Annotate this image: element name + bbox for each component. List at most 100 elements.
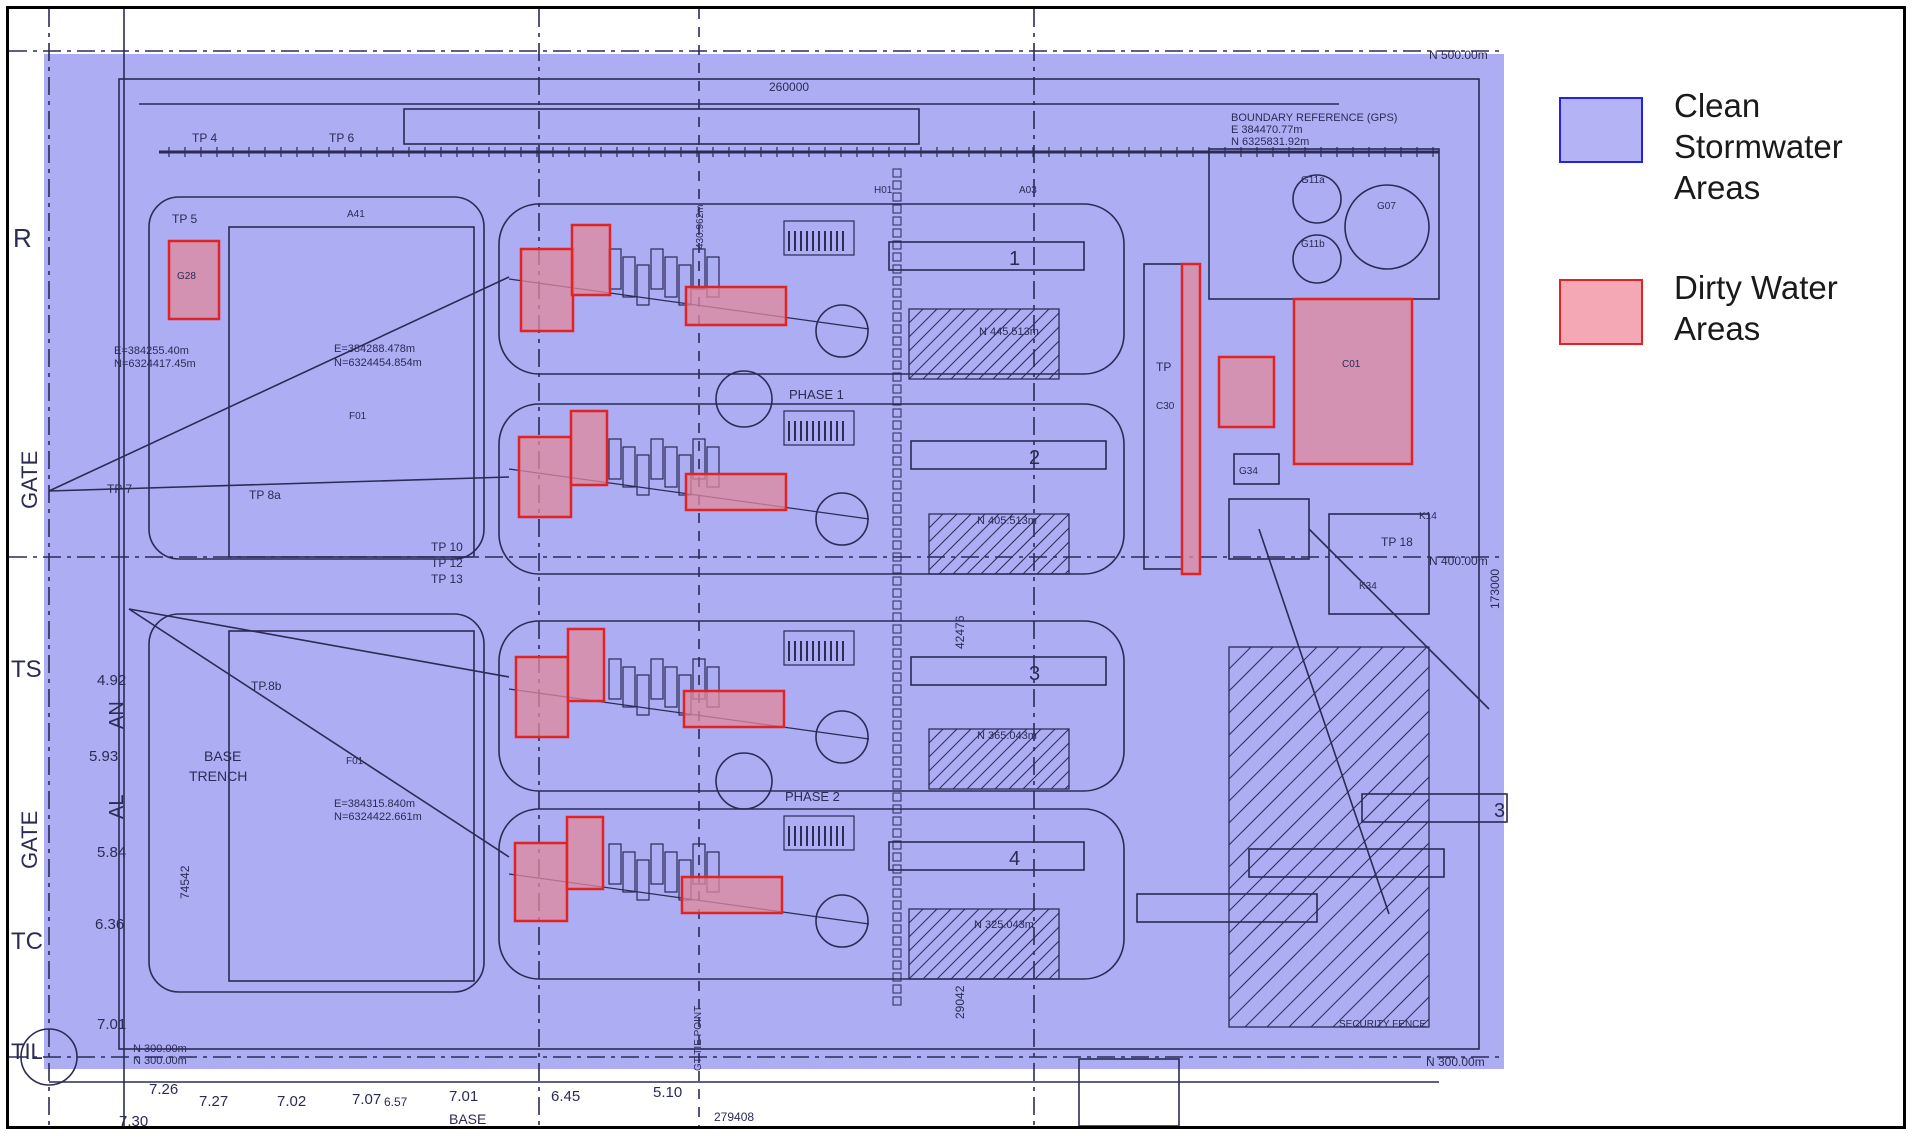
elev-6-45: 6.45 — [551, 1088, 580, 1105]
equip-block-2 — [636, 454, 650, 496]
top-building — [403, 108, 920, 145]
switchyard-north-inner — [228, 226, 475, 558]
hatch-line-2 — [1008, 513, 1070, 575]
hatch-line-1 — [908, 308, 980, 380]
rack-spine-segment — [892, 384, 902, 394]
equip-c01: C01 — [1342, 359, 1361, 370]
bottom-gatehouse — [1078, 1058, 1180, 1126]
tp-7: TP 7 — [107, 482, 132, 496]
hatch-line-east — [1228, 798, 1430, 1000]
hatch-line-2 — [1022, 527, 1070, 575]
equip-k34: K34 — [1359, 581, 1377, 592]
phase-1-label: PHASE 1 — [789, 387, 844, 402]
rack-spine-segment — [892, 888, 902, 898]
dirty-area-unit3-a — [514, 655, 570, 739]
grid-label-n400: N 400.00m — [1429, 554, 1488, 568]
unit-box-3 — [910, 656, 1107, 686]
dim-left-vertical: 74542 — [178, 865, 192, 899]
hatch-line-east — [1354, 952, 1430, 1028]
hatch-line-1 — [908, 308, 924, 324]
plan-linework — [9, 9, 1508, 1126]
rack-spine-segment — [892, 540, 902, 550]
rack-spine-segment — [892, 972, 902, 982]
edge-label-ts: TS — [11, 656, 42, 683]
elev-6-57: 6.57 — [384, 1095, 408, 1109]
grid-label-n300: N 300.00m — [1426, 1055, 1485, 1069]
hatch-line-1 — [1020, 340, 1060, 380]
hatch-line-4 — [992, 912, 1060, 980]
rack-spine-segment — [892, 252, 902, 262]
rack-spine-segment — [892, 420, 902, 430]
edge-label-an: AN — [106, 701, 128, 729]
equip-cooler-4 — [783, 815, 855, 851]
hatch-line-4 — [908, 908, 980, 980]
dirty-area-g28 — [167, 239, 221, 321]
hatch-line-east — [1228, 732, 1430, 934]
grid-label-n500: N 500.00m — [1429, 48, 1488, 62]
base-trench-label-1: BASE — [204, 748, 241, 764]
lane-box-c — [1136, 893, 1318, 923]
hatch-line-east — [1420, 1018, 1430, 1028]
grid-origin-marker — [20, 1028, 78, 1086]
rack-spine-segment — [892, 672, 902, 682]
turbine-1 — [815, 304, 869, 358]
unit-pad-3 — [498, 620, 1125, 792]
rack-spine-segment — [892, 600, 902, 610]
dirty-swatch — [1559, 279, 1643, 345]
equip-k14: K14 — [1419, 511, 1437, 522]
rack-spine-segment — [892, 276, 902, 286]
edge-label-gate-1: GATE — [17, 451, 42, 509]
tp-8a: TP 8a — [249, 488, 281, 502]
rack-spine-segment — [892, 876, 902, 886]
rack-spine-segment — [892, 336, 902, 346]
rack-spine-segment — [892, 684, 902, 694]
tp-13: TP 13 — [431, 572, 463, 586]
equip-block-2 — [622, 446, 636, 488]
rack-spine-segment — [892, 840, 902, 850]
hatch-line-3 — [928, 728, 972, 772]
dim-top: 260000 — [769, 80, 809, 94]
hatch-line-1 — [908, 308, 938, 338]
equip-a41: A41 — [347, 209, 365, 220]
dirty-area-unit2-a — [517, 435, 573, 519]
hatch-line-2 — [966, 513, 1028, 575]
tank-g07 — [1344, 184, 1430, 270]
boundary-ref-title: BOUNDARY REFERENCE (GPS) — [1231, 112, 1397, 124]
rack-spine-segment — [892, 936, 902, 946]
elev-7-26: 7.26 — [149, 1081, 178, 1098]
rack-spine-segment — [892, 804, 902, 814]
hatch-line-east — [1288, 886, 1430, 1028]
hatch-pad-east — [1228, 646, 1430, 1028]
equip-cooler-2 — [783, 410, 855, 446]
rack-spine-segment — [892, 396, 902, 406]
rack-spine-segment — [892, 468, 902, 478]
dirty-area-unit1-a — [519, 247, 575, 333]
lane-box-a — [1361, 793, 1508, 823]
hatch-line-3 — [1050, 770, 1070, 790]
coord-lower-center-e: E=384315.840m — [334, 798, 415, 810]
clean-label: Clean Stormwater Areas — [1674, 87, 1843, 206]
hatch-line-1 — [978, 308, 1050, 380]
rack-spine-segment — [892, 240, 902, 250]
equip-block-1 — [636, 264, 650, 306]
rack-spine-segment — [892, 852, 902, 862]
rack-spine-segment — [892, 528, 902, 538]
tp-4: TP 4 — [192, 131, 217, 145]
hatch-line-4 — [964, 908, 1036, 980]
tp-12: TP 12 — [431, 556, 463, 570]
rack-spine-segment — [892, 288, 902, 298]
rack-spine-segment — [892, 216, 902, 226]
hatch-line-east — [1228, 754, 1430, 956]
rack-spine-segment — [892, 696, 902, 706]
base-label: BASE — [449, 1111, 486, 1126]
feeder-east-1 — [1258, 528, 1390, 915]
elev-5-10: 5.10 — [653, 1084, 682, 1101]
dirty-label: Dirty Water Areas — [1674, 269, 1838, 347]
hatch-line-1 — [908, 308, 966, 366]
rack-spine-segment — [892, 480, 902, 490]
building-k34 — [1328, 513, 1430, 615]
base-trench-label-2: TRENCH — [189, 768, 247, 784]
rack-spine-segment — [892, 588, 902, 598]
phase-2-label: PHASE 2 — [785, 789, 840, 804]
equip-f01b: F01 — [346, 756, 364, 767]
